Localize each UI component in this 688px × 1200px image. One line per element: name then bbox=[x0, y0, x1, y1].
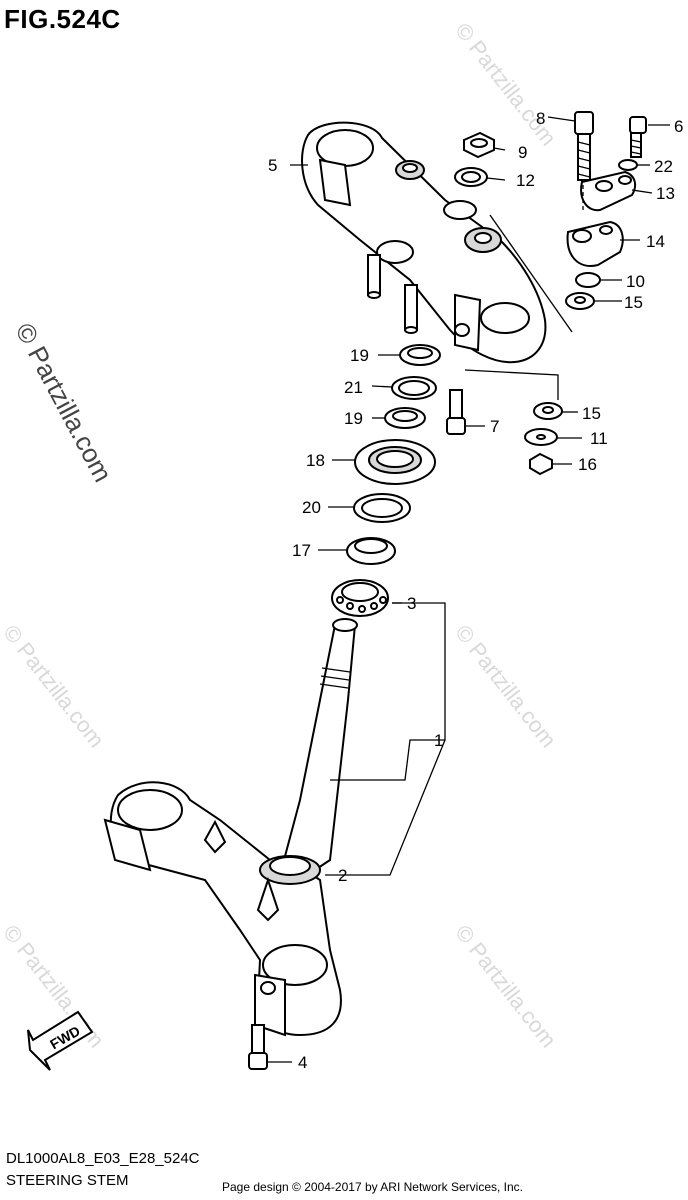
bearing-17-part bbox=[346, 537, 396, 565]
callout-12: 12 bbox=[516, 171, 535, 190]
callout-17: 17 bbox=[292, 541, 311, 560]
washer-22-part bbox=[618, 159, 638, 171]
holder-14-part bbox=[566, 220, 624, 267]
callout-11: 11 bbox=[590, 429, 608, 448]
washer-12-part bbox=[454, 167, 488, 187]
callout-4: 4 bbox=[298, 1053, 307, 1072]
washer-10-part bbox=[575, 272, 601, 288]
steering-stem-part bbox=[103, 618, 358, 1037]
callout-1: 1 bbox=[434, 731, 443, 750]
callout-3: 3 bbox=[407, 594, 416, 613]
bearing-3-part bbox=[331, 579, 389, 617]
fwd-arrow-icon: FWD bbox=[27, 1010, 94, 1071]
callout-14: 14 bbox=[646, 232, 665, 251]
seal-18-part bbox=[354, 439, 436, 485]
washer-21-part bbox=[391, 376, 437, 400]
locknut-19b-part bbox=[384, 407, 426, 429]
bolt-6-part bbox=[629, 116, 647, 158]
callout-8: 8 bbox=[536, 109, 545, 128]
nut-16-part bbox=[529, 452, 553, 476]
callout-16: 16 bbox=[578, 455, 597, 474]
callout-18: 18 bbox=[306, 451, 325, 470]
seal-20-part bbox=[353, 493, 411, 523]
callout-10: 10 bbox=[626, 272, 645, 291]
callout-22: 22 bbox=[654, 157, 673, 176]
callout-9: 9 bbox=[518, 143, 527, 162]
callout-5: 5 bbox=[268, 156, 277, 175]
cushion-15b-part bbox=[533, 402, 563, 420]
locknut-19a-part bbox=[399, 344, 441, 366]
holder-13-part bbox=[580, 170, 637, 212]
callout-20: 20 bbox=[302, 498, 321, 517]
callout-2: 2 bbox=[338, 866, 347, 885]
cushion-15a-part bbox=[565, 292, 595, 310]
nut-9-part bbox=[463, 131, 495, 159]
callout-21: 21 bbox=[344, 378, 363, 397]
bolt-4-part bbox=[248, 1024, 268, 1070]
washer-11-part bbox=[524, 428, 558, 446]
callout-15b: 15 bbox=[582, 404, 601, 423]
bolt-7-part bbox=[446, 389, 466, 435]
callout-13: 13 bbox=[656, 184, 675, 203]
callout-6: 6 bbox=[674, 117, 683, 136]
figure-title: FIG.524C bbox=[4, 4, 121, 34]
upper-bracket-part bbox=[301, 121, 547, 364]
callout-15a: 15 bbox=[624, 293, 643, 312]
callout-19b: 19 bbox=[344, 409, 363, 428]
diagram-name: STEERING STEM bbox=[6, 1172, 129, 1189]
bolt-8-part bbox=[574, 111, 594, 181]
callout-7: 7 bbox=[490, 417, 499, 436]
callout-19a: 19 bbox=[350, 346, 369, 365]
footer-copyright: Page design © 2004-2017 by ARI Network S… bbox=[222, 1180, 524, 1194]
diagram-code: DL1000AL8_E03_E28_524C bbox=[6, 1150, 200, 1167]
